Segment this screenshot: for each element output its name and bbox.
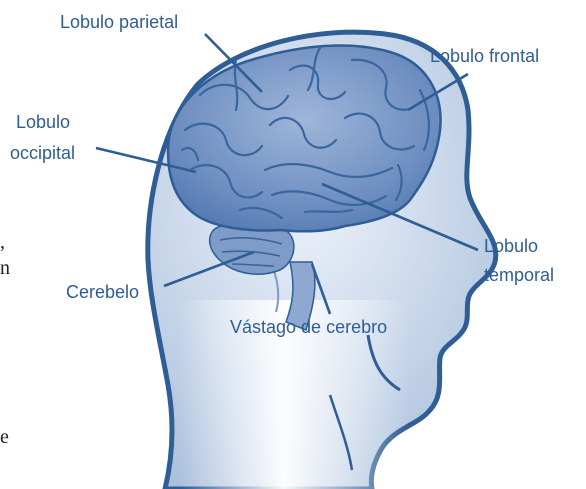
margin-text-fragments: , n e [0,231,10,448]
margin-text-line1: , [0,231,5,253]
label-cerebellum: Cerebelo [66,282,139,302]
label-temporal-line2: temporal [484,265,554,285]
label-frontal: Lobulo frontal [430,46,539,66]
label-occipital-line1: Lobulo [16,112,70,132]
label-parietal: Lobulo parietal [60,12,178,32]
margin-text-line3: e [0,426,9,448]
label-temporal-line1: Lobulo [484,236,538,256]
margin-text-line2: n [0,257,10,279]
label-occipital-line2: occipital [10,143,75,163]
label-brainstem: Vástago de cerebro [230,317,387,337]
